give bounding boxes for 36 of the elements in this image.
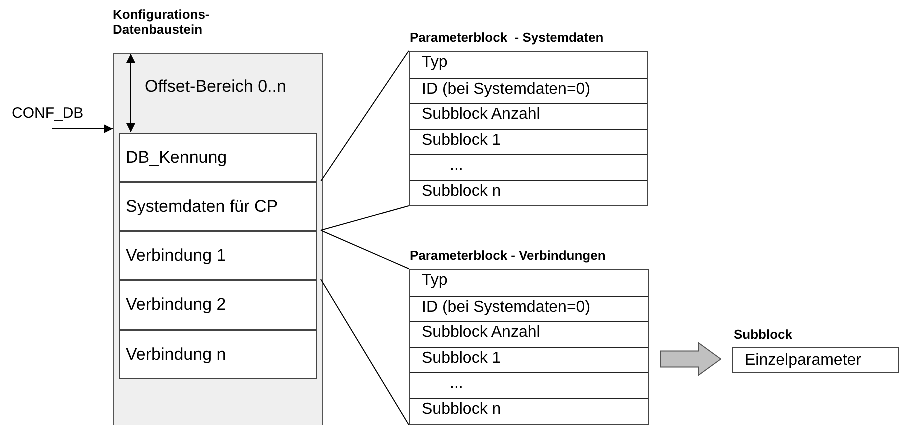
- block-row: [119, 132, 317, 182]
- row-label: Subblock n: [422, 400, 502, 420]
- block-arrow: [660, 342, 722, 376]
- box-heading: Subblock: [734, 327, 793, 342]
- row-label: ID (bei Systemdaten=0): [422, 80, 591, 100]
- row-label: Subblock 1: [422, 348, 502, 368]
- row-label: Systemdaten für CP: [126, 196, 278, 216]
- zoom-line: [320, 279, 410, 425]
- block-row: [119, 230, 317, 280]
- zoom-line: [320, 206, 410, 231]
- offset-label: Offset-Bereich 0..n: [145, 77, 286, 97]
- row-label: Subblock n: [422, 182, 502, 202]
- row-label: Subblock Anzahl: [422, 105, 540, 125]
- block-row: [119, 280, 317, 330]
- zoom-line: [320, 50, 410, 182]
- double-arrow: [126, 54, 136, 133]
- block-heading: Konfigurations- Datenbaustein: [113, 7, 211, 37]
- row-label: Subblock Anzahl: [422, 323, 540, 343]
- row-label: Typ: [422, 271, 448, 291]
- row-label: ...: [450, 374, 464, 394]
- box-label: Einzelparameter: [745, 351, 862, 371]
- row-label: DB_Kennung: [126, 148, 228, 168]
- row-label: ...: [450, 156, 464, 176]
- block-row: [119, 330, 317, 378]
- row-label: ID (bei Systemdaten=0): [422, 298, 591, 318]
- row-label: Verbindung 2: [126, 294, 226, 314]
- row-label: Verbindung n: [126, 344, 226, 364]
- pointer-label: CONF_DB: [12, 105, 100, 125]
- table-heading: Parameterblock - Verbindungen: [410, 248, 606, 263]
- row-label: Subblock 1: [422, 130, 502, 150]
- row-label: Verbindung 1: [126, 246, 226, 266]
- row-label: Typ: [422, 53, 448, 73]
- zoom-line: [320, 230, 410, 270]
- block-row: [119, 182, 317, 230]
- arrow: [52, 124, 114, 134]
- table-heading: Parameterblock - Systemdaten: [410, 30, 604, 45]
